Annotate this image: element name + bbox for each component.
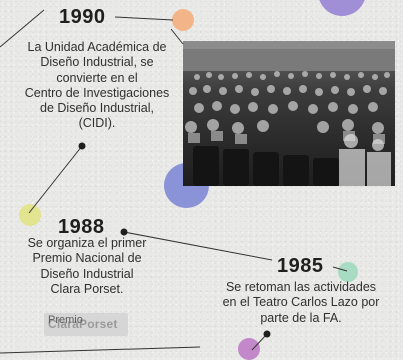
event-1988-line: Se organiza el primer — [27, 236, 147, 250]
logo-overlay-text: Premio — [48, 314, 83, 326]
timeline-node-1985 — [263, 330, 271, 338]
year-1990-heading: 1990 — [59, 6, 106, 28]
event-1985-line: parte de la FA. — [260, 310, 342, 325]
event-1985-line: en el Teatro Carlos Lazo por — [222, 295, 380, 310]
logo-text: ClaraPorset — [48, 317, 118, 331]
yellow-circle-decoration — [19, 204, 41, 226]
connector-line-top-left — [0, 9, 45, 48]
event-1990-line: Centro de Investigaciones — [24, 85, 170, 100]
year-1988-heading: 1988 — [58, 216, 105, 238]
timeline-node-1988 — [120, 228, 128, 236]
event-1990-description: La Unidad Académica de Diseño Industrial… — [12, 40, 182, 132]
event-1988-line: Diseño Industrial — [40, 266, 134, 281]
connector-line-1990 — [114, 16, 174, 21]
connector-line-bottom-left — [0, 346, 201, 354]
purple-circle-decoration — [318, 0, 366, 16]
event-1988-line: Premio Nacional de — [32, 251, 142, 266]
event-1990-line: (CIDI). — [78, 116, 116, 131]
premio-clara-porset-logo: ClaraPorset — [44, 313, 128, 336]
event-1985-description: Se retoman las actividades en el Teatro … — [206, 280, 396, 326]
connector-line-1985 — [332, 266, 348, 272]
event-1990-line: convierte en el — [56, 70, 138, 85]
event-1988-line: Clara Porset. — [50, 281, 124, 296]
orange-circle-decoration — [172, 9, 194, 31]
connector-line-1990-1988 — [28, 145, 83, 214]
event-1990-line: La Unidad Académica de — [27, 40, 167, 54]
connector-line-1988-1985 — [123, 231, 273, 261]
event-1990-line: de Diseño Industrial, — [40, 101, 154, 116]
auditorium-photo — [183, 41, 395, 186]
timeline-node-1990 — [78, 142, 86, 150]
connector-line-photo — [170, 28, 184, 45]
event-1988-description: Se organiza el primer Premio Nacional de… — [12, 236, 162, 297]
event-1985-line: Se retoman las actividades — [225, 280, 377, 294]
event-1990-line: Diseño Industrial, se — [40, 55, 154, 70]
auditorium-photo-illustration — [183, 41, 395, 186]
magenta-circle-decoration — [238, 338, 260, 360]
year-1985-heading: 1985 — [277, 255, 324, 277]
connector-line-bottom — [251, 333, 268, 351]
green-circle-decoration — [338, 262, 358, 282]
